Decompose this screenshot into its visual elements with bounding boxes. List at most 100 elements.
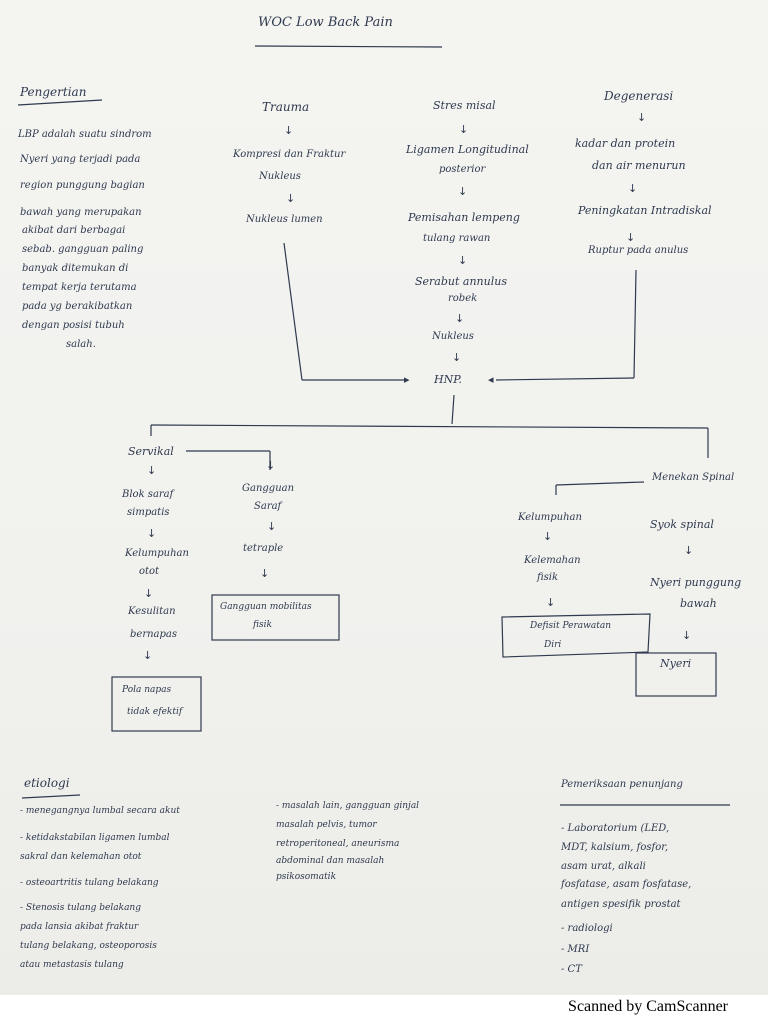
penunjang-item: MDT, kalsium, fosfor, <box>561 842 669 853</box>
degenerasi-step: Ruptur pada anulus <box>588 245 689 256</box>
def-line: akibat dari berbagai <box>22 225 126 236</box>
etiologi-heading: etiologi <box>24 776 70 790</box>
penunjang-item: antigen spesifik prostat <box>561 899 681 910</box>
servikal-step: Blok saraf <box>122 489 174 500</box>
def-line: pada yg berakibatkan <box>22 301 133 312</box>
def-line: Nyeri yang terjadi pada <box>20 154 141 165</box>
penunjang-item: - radiologi <box>561 923 613 934</box>
servikal-step: otot <box>139 566 160 577</box>
def-line: sebab. gangguan paling <box>22 244 144 255</box>
etiologi-item: tulang belakang, osteoporosis <box>20 941 157 951</box>
branch-line <box>150 424 709 429</box>
stres-step: posterior <box>439 164 486 175</box>
spinal-side-step: Kelemahan <box>524 555 581 566</box>
box-mobilitas <box>211 594 340 641</box>
diagnosis-mobilitas: Gangguan mobilitas <box>220 602 312 612</box>
degenerasi-step: dan air menurun <box>592 159 686 172</box>
down-arrow-icon: ↓ <box>543 530 553 543</box>
arrow-right-icon: ▸ <box>404 373 410 386</box>
etiologi-item: - menegangnya lumbal secara akut <box>20 806 180 816</box>
diagnosis-defisit: Defisit Perawatan <box>530 621 612 631</box>
servikal-step: Kelumpuhan <box>125 548 189 559</box>
down-arrow-icon: ↓ <box>143 649 153 662</box>
servikal-side-step: Saraf <box>254 501 282 512</box>
definition-heading: Pengertian <box>20 85 87 99</box>
down-arrow-icon: ↓ <box>260 567 270 580</box>
down-arrow-icon: ↓ <box>286 192 296 205</box>
trauma-step: Kompresi dan Fraktur <box>233 149 346 160</box>
down-arrow-icon: ↓ <box>459 123 469 136</box>
servikal-side-step: tetraple <box>243 543 284 554</box>
page-title: WOC Low Back Pain <box>258 15 393 30</box>
spinal-step: bawah <box>680 597 717 610</box>
servikal-step: bernapas <box>130 629 177 640</box>
down-arrow-icon: ↓ <box>458 254 468 267</box>
hnp-down <box>451 394 455 425</box>
etiologi-item: retroperitoneal, aneurisma <box>276 839 400 849</box>
definition-underline <box>17 99 103 106</box>
degenerasi-step: kadar dan protein <box>575 137 676 150</box>
down-arrow-icon: ↓ <box>626 231 636 244</box>
stres-step: Ligamen Longitudinal <box>406 143 529 156</box>
etiologi-item: masalah pelvis, tumor <box>276 820 377 830</box>
scan-footer <box>0 995 768 1024</box>
etiologi-item: abdominal dan masalah <box>276 856 385 866</box>
down-arrow-icon: ↓ <box>144 587 154 600</box>
down-arrow-icon: ↓ <box>682 629 692 642</box>
down-arrow-icon: ↓ <box>628 182 638 195</box>
def-line: bawah yang merupakan <box>20 207 142 218</box>
stres-step: robek <box>448 293 478 304</box>
diagnosis-pola-napas: tidak efektif <box>127 707 183 717</box>
stres-step: tulang rawan <box>423 233 491 244</box>
down-arrow-icon: ↓ <box>455 312 465 325</box>
cause-degenerasi: Degenerasi <box>604 89 674 103</box>
branch-menekan-spinal: Menekan Spinal <box>652 472 735 483</box>
penunjang-heading: Pemeriksaan penunjang <box>561 779 683 790</box>
box-defisit <box>501 613 651 658</box>
stres-step: Nukleus <box>432 331 474 342</box>
down-arrow-icon: ↓ <box>266 459 276 472</box>
down-arrow-icon: ↓ <box>458 185 468 198</box>
stres-step: Pemisahan lempeng <box>408 211 520 224</box>
scanned-paper: WOC Low Back Pain Pengertian LBP adalah … <box>0 0 768 1000</box>
arrow-left-icon: ◂ <box>488 373 494 386</box>
box-nyeri <box>635 652 717 697</box>
servikal-step: Kesulitan <box>128 606 176 617</box>
hnp-node: HNP. <box>434 373 462 386</box>
def-line: banyak ditemukan di <box>22 263 129 274</box>
title-underline <box>254 45 443 48</box>
def-line: region punggung bagian <box>20 180 145 191</box>
etiologi-item: pada lansia akibat fraktur <box>20 922 139 932</box>
spinal-step: Syok spinal <box>650 518 714 531</box>
etiologi-item: - ketidakstabilan ligamen lumbal <box>20 833 170 843</box>
diagnosis-mobilitas: fisik <box>253 620 272 630</box>
down-arrow-icon: ↓ <box>684 544 694 557</box>
trauma-connector <box>283 242 303 381</box>
degenerasi-step: Peningkatan Intradiskal <box>578 204 712 217</box>
cause-trauma: Trauma <box>262 100 310 114</box>
etiologi-item: psikosomatik <box>276 872 337 882</box>
penunjang-item: - MRI <box>561 944 590 955</box>
etiologi-item: atau metastasis tulang <box>20 960 124 970</box>
spinal-side <box>555 481 645 486</box>
box-pola-napas <box>111 676 202 732</box>
degenerasi-to-hnp <box>495 377 635 381</box>
diagnosis-defisit: Diri <box>544 640 562 650</box>
down-arrow-icon: ↓ <box>147 527 157 540</box>
servikal-step: simpatis <box>127 507 170 518</box>
etiologi-item: - masalah lain, gangguan ginjal <box>276 801 420 811</box>
branch-servikal: Servikal <box>128 445 174 458</box>
def-line: dengan posisi tubuh <box>22 320 125 331</box>
def-line: tempat kerja terutama <box>22 282 137 293</box>
penunjang-item: asam urat, alkali <box>561 861 646 872</box>
spinal-step: Nyeri punggung <box>650 576 742 589</box>
penunjang-item: fosfatase, asam fosfatase, <box>561 879 692 890</box>
diagnosis-pola-napas: Pola napas <box>122 685 172 695</box>
spinal-side-step: Kelumpuhan <box>518 512 582 523</box>
down-arrow-icon: ↓ <box>147 464 157 477</box>
def-line: LBP adalah suatu sindrom <box>18 129 152 140</box>
degenerasi-connector <box>633 269 637 379</box>
diagnosis-nyeri: Nyeri <box>660 657 692 670</box>
etiologi-underline <box>21 794 81 799</box>
down-arrow-icon: ↓ <box>637 111 647 124</box>
